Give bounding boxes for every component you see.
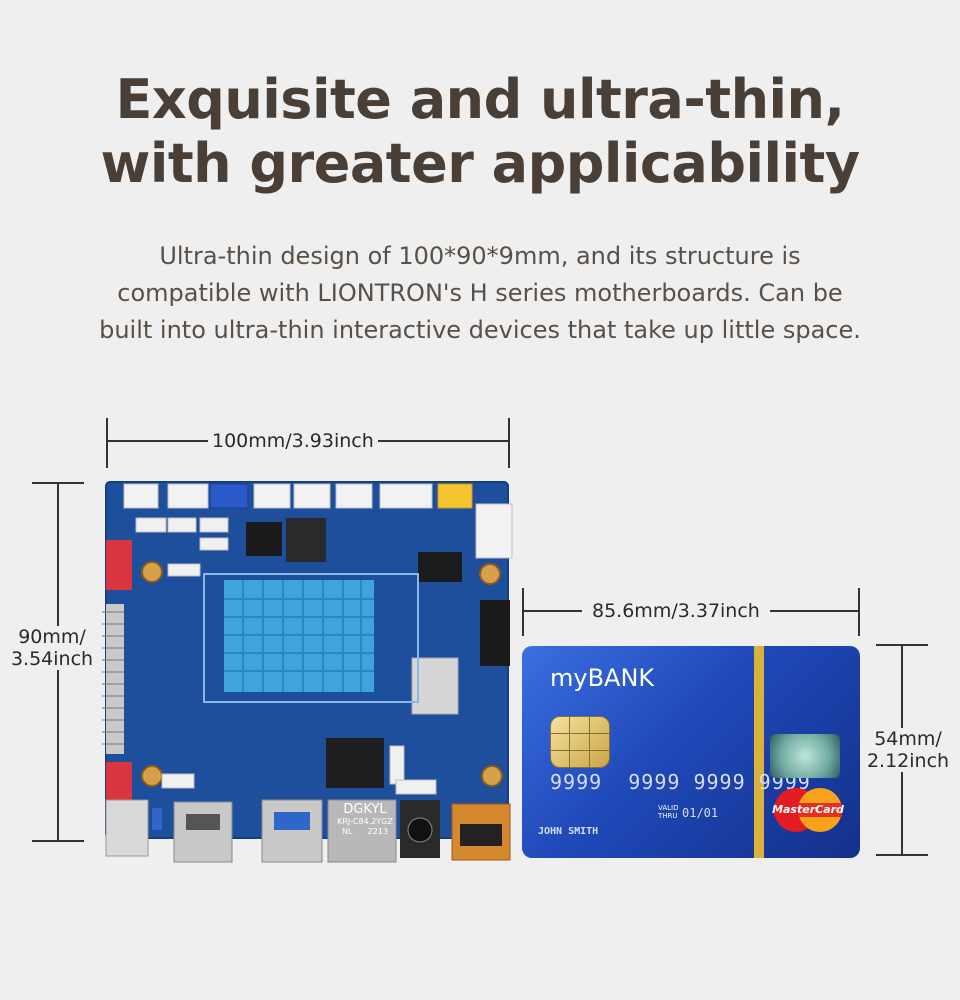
card-width-right-tick <box>858 588 860 636</box>
ethernet-port-label: DGKYL KRJ-C84.2YGZ NL 2213 <box>332 802 398 837</box>
card-bank-name: myBANK <box>550 664 655 692</box>
headline-line-2: with greater applicability <box>100 132 860 195</box>
card-number: 9999 9999 9999 9999 <box>550 770 811 794</box>
description: Ultra-thin design of 100*90*9mm, and its… <box>0 238 960 349</box>
headline-line-1: Exquisite and ultra-thin, <box>115 68 845 131</box>
board-width-right-tick <box>508 418 510 468</box>
board-width-label: 100mm/3.93inch <box>208 430 378 452</box>
card-height-label-line-2: 2.12inch <box>866 750 950 772</box>
motherboard-illustration <box>102 481 513 863</box>
description-line-3: built into ultra-thin interactive device… <box>99 316 861 344</box>
card-chip <box>550 716 610 768</box>
board-height-label-line-2: 3.54inch <box>10 648 94 670</box>
card-valid-label: VALID THRU <box>658 804 679 820</box>
card-width-left-tick <box>522 588 524 636</box>
card-width-label: 85.6mm/3.37inch <box>582 600 770 622</box>
description-line-1: Ultra-thin design of 100*90*9mm, and its… <box>159 242 801 270</box>
ethernet-label-line-1: DGKYL <box>343 802 387 817</box>
card-height-label-line-1: 54mm/ <box>874 728 942 750</box>
card-expiry: 01/01 <box>682 806 719 820</box>
description-line-2: compatible with LIONTRON's H series moth… <box>117 279 843 307</box>
mastercard-logo <box>774 788 842 832</box>
board-width-left-tick <box>106 418 108 468</box>
card-brand: MasterCard <box>772 803 844 816</box>
card-hologram <box>770 734 840 778</box>
board-height-label-line-1: 90mm/ <box>18 626 86 648</box>
ethernet-label-line-2: KRJ-C84.2YGZ <box>337 817 393 826</box>
credit-card: myBANK 9999 9999 9999 9999 VALID THRU 01… <box>522 646 860 858</box>
board-height-label: 90mm/ 3.54inch <box>2 626 102 670</box>
card-stripe <box>754 646 764 858</box>
card-holder: JOHN SMITH <box>538 826 599 837</box>
ethernet-label-line-3: NL 2213 <box>341 827 389 836</box>
card-height-label: 54mm/ 2.12inch <box>856 728 960 772</box>
headline: Exquisite and ultra-thin, with greater a… <box>0 68 960 196</box>
